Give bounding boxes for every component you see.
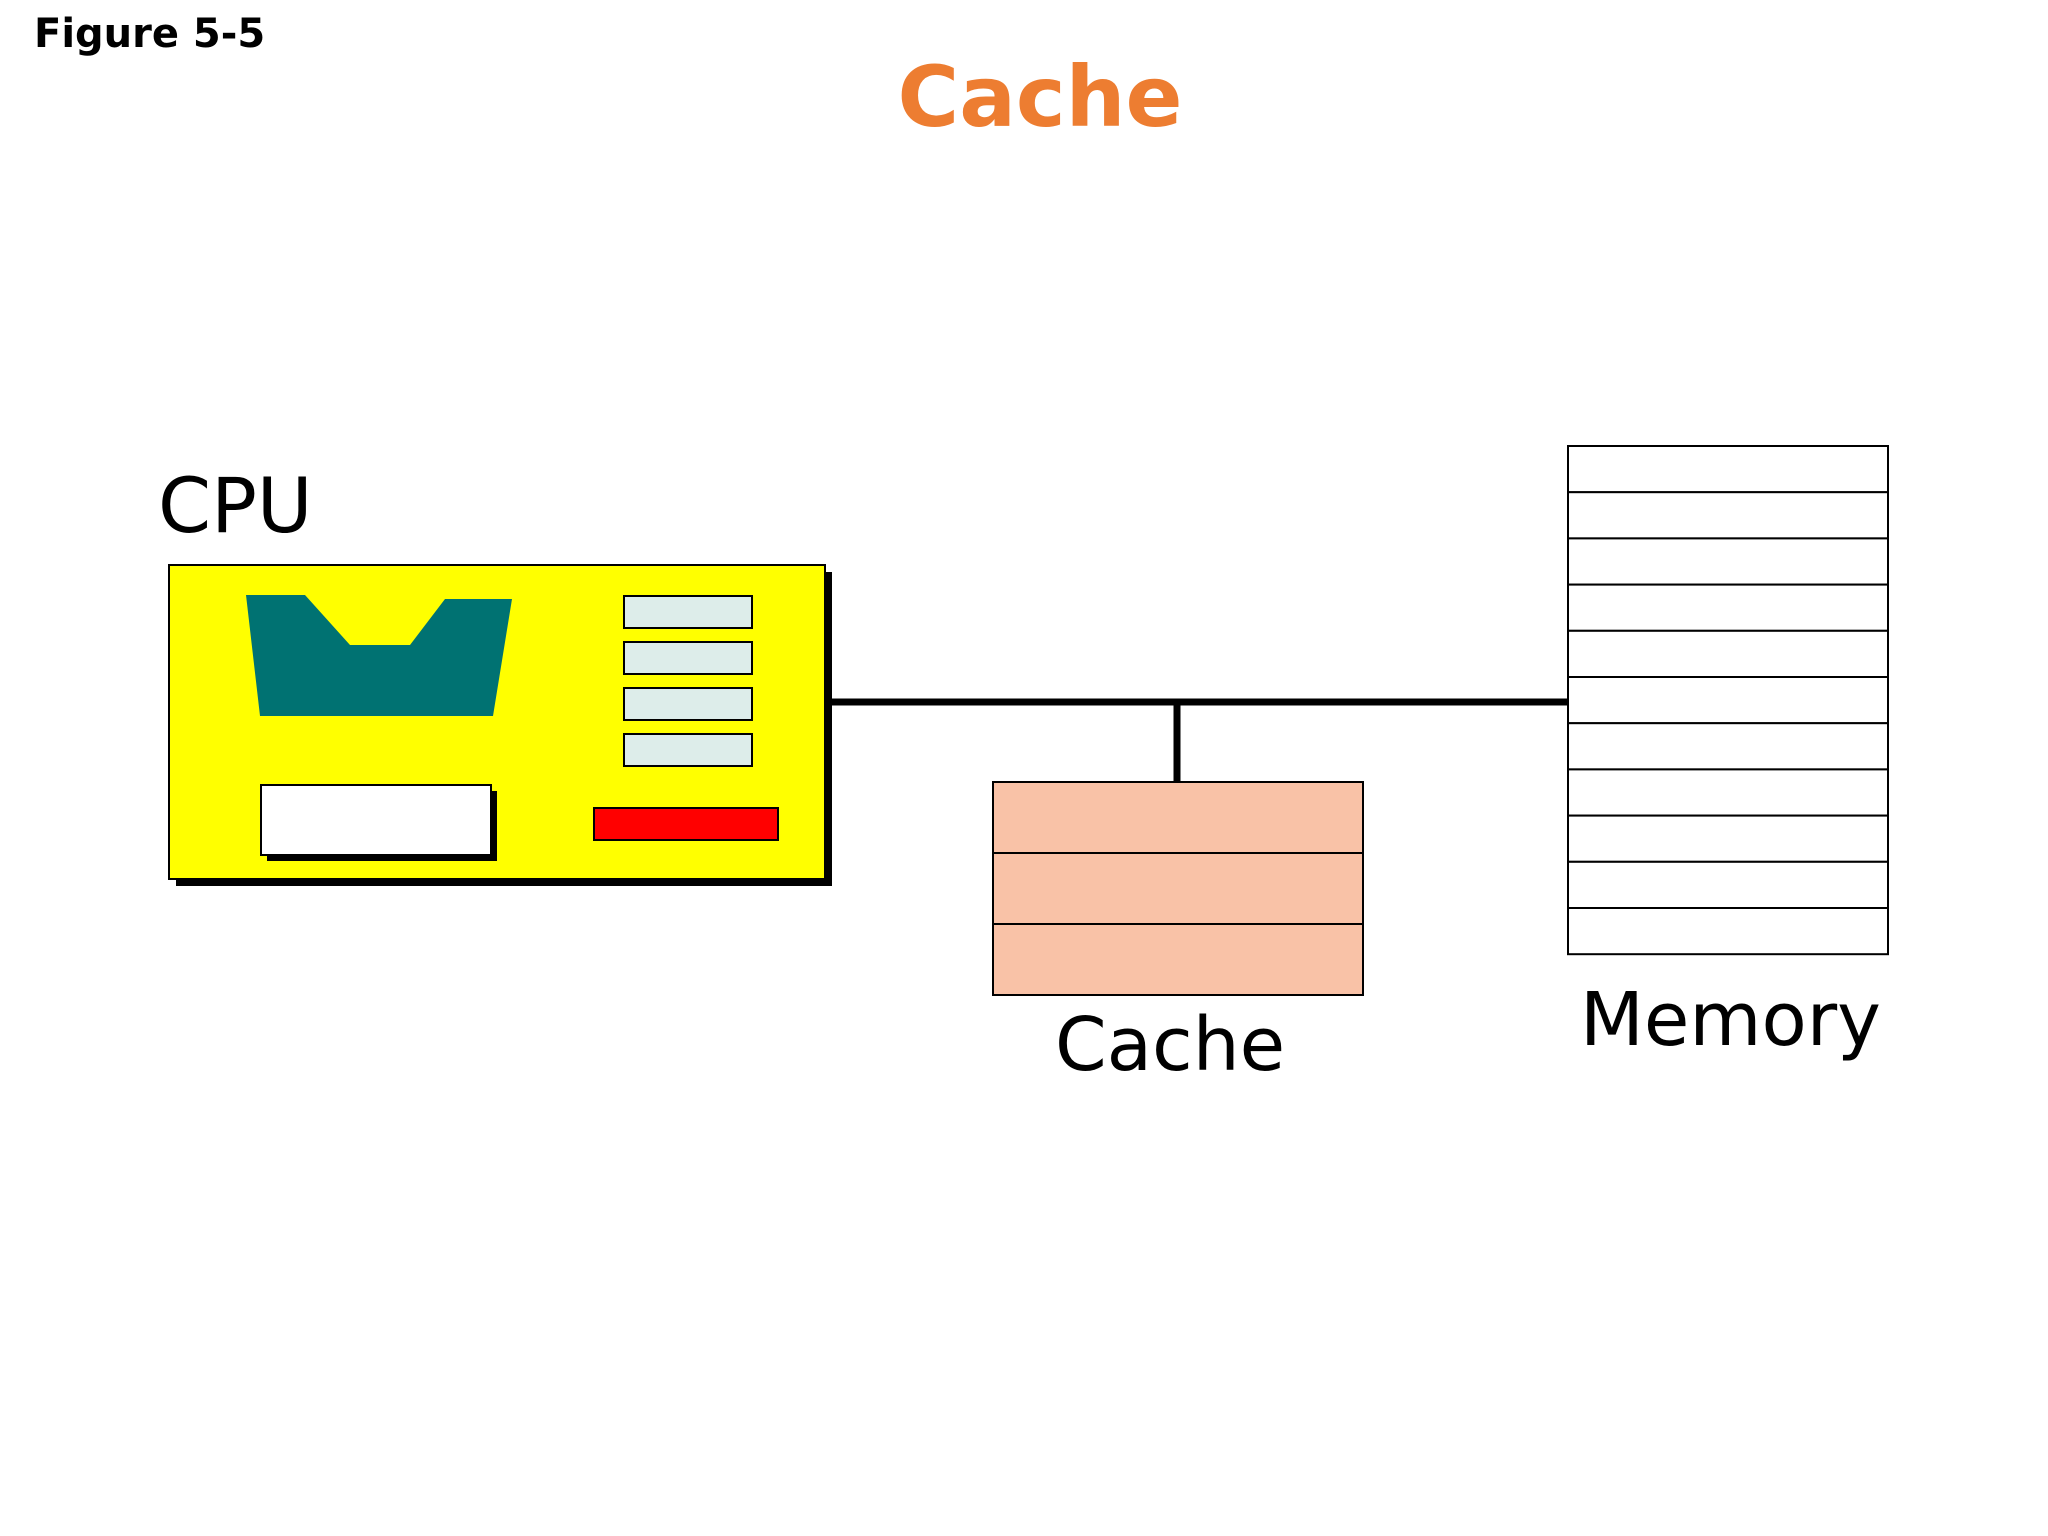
register [623, 641, 753, 675]
register-stack [623, 595, 753, 767]
memory-row [1567, 537, 1889, 586]
system-bus [830, 698, 1570, 783]
control-unit-box [260, 784, 492, 856]
memory-row [1567, 491, 1889, 540]
memory-label: Memory [1580, 977, 1881, 1063]
memory-row [1567, 768, 1889, 817]
memory-row [1567, 814, 1889, 863]
alu-shape [246, 595, 512, 716]
memory-row [1567, 860, 1889, 909]
memory-block [1567, 445, 1889, 956]
cpu-block [168, 564, 832, 886]
memory-row [1567, 445, 1889, 494]
memory-row [1567, 629, 1889, 678]
control-bar [593, 807, 779, 841]
cache-row [992, 923, 1364, 996]
cache-row [992, 781, 1364, 854]
slide-title: Cache [897, 48, 1183, 146]
cache-block [992, 781, 1364, 996]
memory-row [1567, 676, 1889, 725]
cache-row [992, 852, 1364, 925]
register [623, 687, 753, 721]
register [623, 595, 753, 629]
figure-label: Figure 5-5 [34, 11, 266, 57]
memory-row [1567, 722, 1889, 771]
memory-row [1567, 907, 1889, 956]
cache-label: Cache [1055, 1002, 1285, 1088]
register [623, 733, 753, 767]
memory-row [1567, 583, 1889, 632]
cpu-label: CPU [158, 461, 313, 550]
